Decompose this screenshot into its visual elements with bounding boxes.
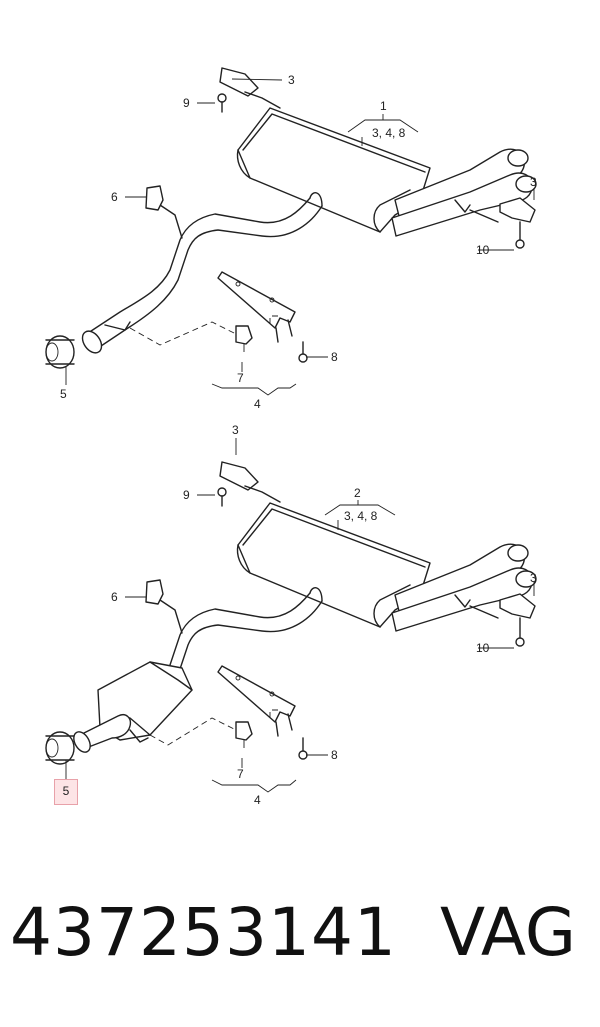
callout-4-a: 4	[254, 397, 261, 411]
callout-3-top-b: 3	[232, 423, 239, 437]
center-silencer-b	[73, 661, 193, 753]
diagram-b: 3 9 2 3, 4, 8 6 3 10 8 7 4	[45, 423, 537, 807]
callout-9-a: 9	[183, 96, 190, 110]
callout-7-b: 7	[237, 767, 244, 781]
callout-3-right-a: 3	[530, 175, 537, 189]
support-bracket-a	[217, 271, 296, 343]
hanger-top-b	[217, 461, 281, 507]
hanger-top-a	[217, 67, 281, 113]
callout-8-b: 8	[331, 748, 338, 762]
callout-10-a: 10	[476, 243, 490, 257]
part-number: 437253141	[10, 894, 397, 971]
rear-silencer-a	[236, 107, 537, 237]
clamp-a	[45, 335, 75, 369]
callout-6-b: 6	[111, 590, 118, 604]
callout-3-right-b: 3	[530, 571, 537, 585]
callout-5-b: 5	[62, 784, 70, 798]
hanger-right-b	[469, 593, 536, 647]
callout-9-b: 9	[183, 488, 190, 502]
callout-3-top-a: 3	[288, 73, 295, 87]
front-pipe-b	[159, 587, 323, 676]
highlighted-callout-5[interactable]: 5	[54, 779, 78, 805]
rubber-mount-6-a	[145, 185, 164, 211]
bolt-8-a	[298, 341, 308, 363]
rubber-mount-6-b	[145, 579, 164, 605]
rear-silencer-b	[236, 502, 537, 632]
callout-10-b: 10	[476, 641, 490, 655]
callout-6-a: 6	[111, 190, 118, 204]
bolt-8-b	[298, 737, 308, 760]
clamp-b	[45, 731, 75, 765]
callout-1-sub-a: 3, 4, 8	[372, 126, 406, 140]
diagram-a: 3 9 1 3, 4, 8 6 3 10 8 7 5 4	[45, 67, 537, 411]
callout-2-b: 2	[354, 486, 361, 500]
brand-label: VAG	[440, 894, 577, 971]
support-bracket-b	[217, 665, 296, 737]
rubber-mount-7-b	[235, 721, 253, 741]
callout-7-a: 7	[237, 371, 244, 385]
callout-2-sub-b: 3, 4, 8	[344, 509, 378, 523]
hanger-right-a	[469, 197, 536, 249]
callout-1-a: 1	[380, 99, 387, 113]
callout-4-b: 4	[254, 793, 261, 807]
callout-5-a: 5	[60, 387, 67, 401]
callout-8-a: 8	[331, 350, 338, 364]
front-pipe-a	[81, 192, 323, 354]
rubber-mount-7-a	[235, 325, 253, 345]
